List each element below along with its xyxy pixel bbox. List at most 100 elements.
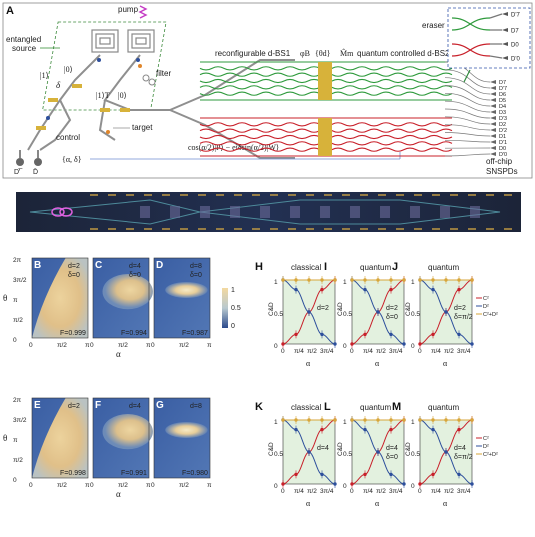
detector-icon [490,92,496,96]
heatmap-x-tick: 0 [29,482,33,489]
chart-y-label: C&D [337,302,344,316]
fanout-line [444,139,491,143]
chart-panel-label: K [255,401,263,413]
chip-pad [162,194,170,196]
chart-data-point [320,427,324,432]
chip-photo [16,192,521,232]
heatmap-x-tick: 0 [90,482,94,489]
chart-data-point [444,418,448,422]
ket-zero-label: |0⟩ [64,65,73,74]
chart-note: d=4 [386,445,398,452]
heatmap-y-label: θ [3,293,7,303]
chart-x-tick: 0 [418,348,422,355]
ket-one-t-label: |1⟩T [96,91,110,100]
chip-block [200,206,210,218]
chart-y-tick: 0 [343,483,347,490]
photon-dot-control [46,116,50,120]
chart-data-point [320,278,324,282]
chart-title: classical [291,263,321,272]
svg-text:1: 1 [231,287,235,294]
heatmap-intensity [102,274,153,310]
detector-label: D4 [499,104,506,110]
chart-x-tick: 3π/4 [320,488,334,495]
chart-data-point [470,482,474,486]
control-label: control [56,133,80,142]
chart-data-point [389,287,393,292]
chart-data-point [320,287,324,292]
chart-data-point [307,418,311,422]
panel-a-frame [2,2,533,179]
chip-pad [126,228,134,230]
detector-icon [490,146,496,150]
chart-data-point [402,418,406,422]
chip-pad [468,228,476,230]
heatmap-panel-label: G [156,400,164,411]
entangled-source-label-2: source [12,44,37,53]
heatmap-x-tick: π [85,482,90,489]
eraser-detector-label: D7 [511,29,519,35]
chip-pad [450,194,458,196]
eraser-detector-label: D'0 [511,57,520,63]
chip-trace [199,199,501,225]
chart-x-tick: 3π/4 [457,348,471,355]
heatmap-background [154,398,210,478]
bs1-label: reconfigurable d-BS1 [215,49,291,58]
chart-data-point [294,427,298,432]
filter-label: filter [156,69,171,78]
chip-pad [234,228,242,230]
chip-pad [486,194,494,196]
chart-legend-label: D² [483,444,489,450]
heatmap-x-tick: π/2 [118,342,128,349]
heatmap-x-tick: π/2 [179,482,189,489]
heatmap-y-tick: 3π/2 [13,277,27,284]
heatmap-dimension: d=2 [68,403,80,410]
eraser-waveguides [451,13,503,59]
chart-title: quantum [428,403,459,412]
heatmap-x-tick: 0 [151,482,155,489]
chart-note: d=4 [317,445,329,452]
chart-title: quantum [428,263,459,272]
photon-dot-blue-1 [97,58,101,62]
chart-data-point [333,482,337,486]
svg-text:0.5: 0.5 [231,305,241,312]
chart-panel-label: L [324,401,331,413]
heatmap-frame [92,257,150,339]
detector-icon [490,110,496,114]
chart-data-point [333,342,337,346]
chart-data-point [363,332,367,337]
detector-label: D'1 [499,140,507,146]
chart-data-point [294,472,298,477]
chart-data-point [389,427,393,432]
chart-data-point [281,418,285,422]
chart-data-point [389,472,393,477]
chip-pad [414,194,422,196]
detector-label: D'0 [499,152,507,158]
heatmap-panel-label: E [34,400,41,411]
heatmap-fidelity: F=0.987 [182,330,208,337]
chip-pad [432,194,440,196]
chip-waveguide-pattern [29,194,512,230]
heatmap-delta: δ=0 [129,272,141,279]
heatmap-dimension: d=8 [190,263,202,270]
svg-text:0: 0 [231,323,235,330]
delta-label: δ [56,80,61,90]
chart-data-point [363,418,367,422]
chip-pad [432,228,440,230]
chart-note: δ=π/2 [454,454,473,461]
off-chip-label: off-chip [486,157,513,166]
chip-block [380,206,390,218]
chart-data-point [294,418,298,422]
chart-y-tick: 1 [411,279,415,286]
chart-x-tick: 0 [281,348,285,355]
chip-pad [324,228,332,230]
chart-data-point [402,342,406,346]
chart-data-point [350,482,354,486]
detector-label: D1 [499,134,506,140]
chip-pad [342,228,350,230]
